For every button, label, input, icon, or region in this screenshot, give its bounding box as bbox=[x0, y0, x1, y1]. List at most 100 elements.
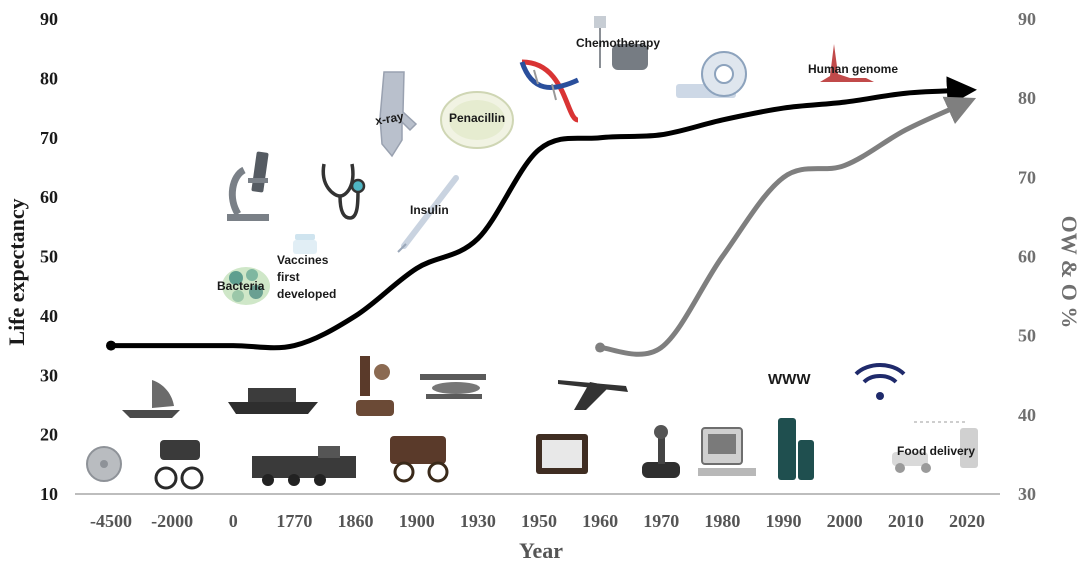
hand-xray-icon bbox=[379, 71, 418, 158]
ow-o-percent-point bbox=[721, 255, 724, 258]
vintage-car-icon bbox=[390, 436, 449, 483]
x-axis-title: Year bbox=[519, 538, 563, 563]
ow-o-percent-point bbox=[782, 176, 785, 179]
x-tick-label: 1960 bbox=[582, 511, 618, 531]
biplane-icon bbox=[420, 374, 486, 399]
x-tick-label: -4500 bbox=[90, 511, 132, 531]
x-tick-label: 1990 bbox=[766, 511, 802, 531]
life-expectancy-point bbox=[965, 89, 968, 92]
y-tick-right-label: 70 bbox=[1018, 167, 1036, 187]
series-start-dot bbox=[106, 340, 116, 351]
annotation-chemotherapy: Chemotherapy bbox=[576, 36, 660, 50]
right-axis-ticks: 30 40 50 60 70 80 90 bbox=[1018, 9, 1036, 504]
food-delivery-scooter-icon bbox=[892, 421, 978, 473]
annotation-bacteria: Bacteria bbox=[217, 279, 265, 293]
annotation-penicillin: Penacillin bbox=[449, 111, 505, 125]
x-tick-label: 1970 bbox=[643, 511, 679, 531]
annotation-food-delivery: Food delivery bbox=[897, 444, 975, 458]
annotation-human-genome: Human genome bbox=[808, 62, 898, 76]
y-tick-right-label: 60 bbox=[1018, 247, 1036, 267]
life-expectancy-point bbox=[904, 92, 907, 95]
annotation-vaccines-line3: developed bbox=[277, 287, 336, 301]
vaccine-vial-icon bbox=[293, 234, 317, 254]
y-tick-right-label: 50 bbox=[1018, 326, 1036, 346]
x-tick-label: 1950 bbox=[521, 511, 557, 531]
x-tick-label: 1900 bbox=[399, 511, 435, 531]
y-tick-right-label: 30 bbox=[1018, 484, 1036, 504]
x-tick-label: 0 bbox=[229, 511, 238, 531]
human-genome-peak-icon bbox=[820, 44, 874, 82]
life-expectancy-point bbox=[232, 344, 235, 347]
y-tick-left-label: 10 bbox=[40, 484, 58, 504]
personal-computer-icon bbox=[698, 427, 756, 476]
iv-drip-icon bbox=[594, 16, 648, 70]
y-tick-left-label: 60 bbox=[40, 187, 58, 207]
life-expectancy-point bbox=[293, 344, 296, 347]
life-expectancy-point bbox=[660, 133, 663, 136]
life-expectancy-point bbox=[721, 118, 724, 121]
life-expectancy-point bbox=[537, 148, 540, 151]
left-axis-ticks: 10 20 30 40 50 60 70 80 90 bbox=[40, 9, 58, 504]
y-tick-left-label: 90 bbox=[40, 9, 58, 29]
jet-airplane-icon bbox=[558, 380, 628, 410]
ow-o-percent-line bbox=[597, 96, 977, 357]
x-tick-label: 2020 bbox=[949, 511, 985, 531]
dna-icon bbox=[519, 59, 580, 123]
annotation-www: WWW bbox=[768, 371, 811, 388]
stethoscope-icon bbox=[321, 163, 366, 220]
wagon-icon bbox=[154, 440, 204, 490]
bacteria-icon bbox=[222, 267, 270, 305]
y-tick-right-label: 80 bbox=[1018, 88, 1036, 108]
y-tick-left-label: 40 bbox=[40, 306, 58, 326]
petri-dish-icon bbox=[440, 91, 514, 149]
x-tick-label: 1980 bbox=[704, 511, 740, 531]
television-icon bbox=[536, 434, 588, 474]
life-expectancy-point bbox=[171, 344, 174, 347]
stone-wheel-icon bbox=[86, 446, 122, 482]
life-expectancy-point bbox=[415, 267, 418, 270]
mri-scanner-icon bbox=[676, 51, 747, 98]
x-axis-ticks: -4500 -2000 0 1770 1860 1900 1930 1950 1960 1970 1… bbox=[90, 511, 985, 531]
life-expectancy-point bbox=[354, 314, 357, 317]
x-tick-label: 2000 bbox=[827, 511, 863, 531]
antique-telephone-icon bbox=[356, 356, 394, 416]
y-tick-right-label: 90 bbox=[1018, 9, 1036, 29]
annotation-vaccines-line2: first bbox=[277, 270, 300, 284]
life-expectancy-point bbox=[599, 136, 602, 139]
y-tick-left-label: 70 bbox=[40, 128, 58, 148]
y-tick-right-label: 40 bbox=[1018, 405, 1036, 425]
annotation-vaccines-line1: Vaccines bbox=[277, 253, 329, 267]
y-tick-left-label: 20 bbox=[40, 425, 58, 445]
y-axis-title-left: Life expectancy bbox=[4, 198, 29, 345]
y-axis-title-right: OW & O % bbox=[1057, 216, 1082, 329]
annotation-xray: x-ray bbox=[374, 109, 405, 128]
ow-o-percent-point bbox=[843, 164, 846, 167]
x-tick-label: 1930 bbox=[460, 511, 496, 531]
joystick-icon bbox=[642, 425, 680, 478]
wifi-icon bbox=[854, 363, 906, 400]
y-tick-left-label: 80 bbox=[40, 68, 58, 88]
series-start-dot bbox=[595, 342, 606, 353]
x-tick-label: 2010 bbox=[888, 511, 924, 531]
y-tick-left-label: 30 bbox=[40, 365, 58, 385]
microscope-icon bbox=[227, 151, 269, 221]
x-tick-label: -2000 bbox=[151, 511, 193, 531]
viking-ship-icon bbox=[122, 380, 180, 418]
mobile-phone-icon bbox=[778, 418, 814, 480]
ow-o-percent-point bbox=[904, 128, 907, 131]
steamship-icon bbox=[228, 388, 318, 414]
syringe-icon bbox=[397, 175, 459, 253]
x-tick-label: 1770 bbox=[276, 511, 312, 531]
series-layer bbox=[106, 76, 977, 357]
ow-o-percent-point bbox=[965, 101, 968, 104]
y-tick-left-label: 50 bbox=[40, 247, 58, 267]
life-expectancy-point bbox=[782, 107, 785, 110]
ow-o-percent-point bbox=[660, 346, 663, 349]
annotation-insulin: Insulin bbox=[410, 203, 449, 217]
life-expectancy-point bbox=[843, 101, 846, 104]
steam-locomotive-icon bbox=[252, 446, 356, 486]
x-tick-label: 1860 bbox=[338, 511, 374, 531]
life-expectancy-point bbox=[476, 237, 479, 240]
life-expectancy-line bbox=[108, 76, 977, 351]
